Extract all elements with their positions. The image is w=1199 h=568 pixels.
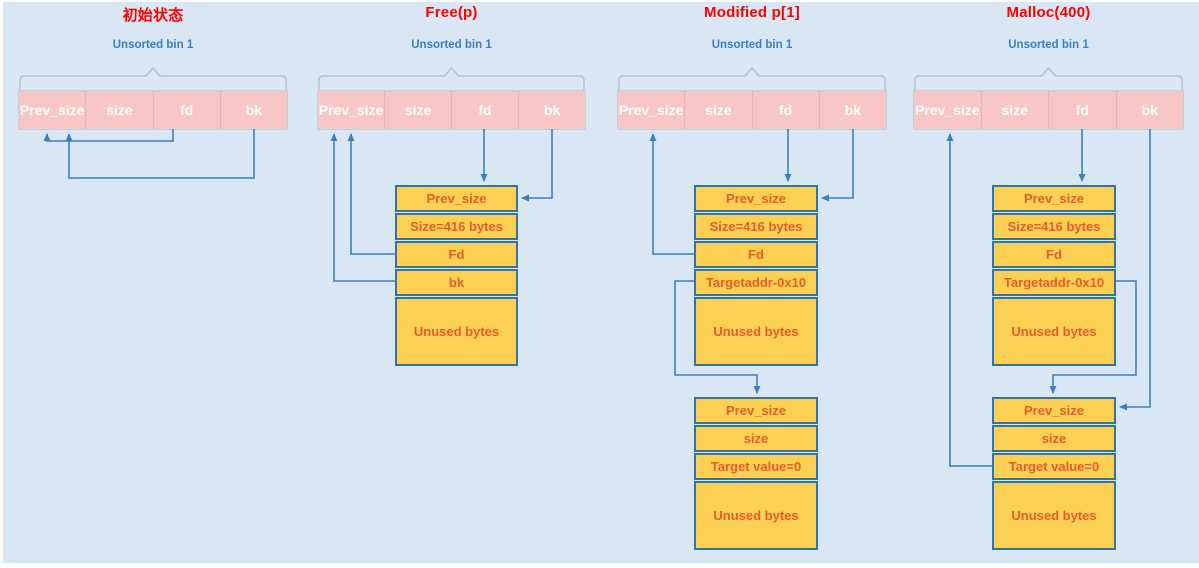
panel-modified-lower-chunk-box: Prev_size size Target value=0 Unused byt…: [694, 397, 818, 550]
panel-modified-bin-label: Unsorted bin 1: [711, 39, 793, 51]
panel-free-chunk-header: Prev_size size fd bk: [318, 91, 585, 129]
heap-cell-unused: Unused bytes: [694, 297, 818, 366]
panel-free-title: Free(p): [425, 4, 478, 21]
chunk-field-prev-size: Prev_size: [19, 102, 85, 118]
top-brace-icon: [618, 66, 886, 90]
heap-cell-size: size: [992, 425, 1116, 452]
panel-malloc-title: Malloc(400): [1006, 4, 1091, 21]
panel-initial-title: 初始状态: [122, 7, 184, 24]
chunk-field-size: size: [384, 91, 451, 129]
heap-cell-unused: Unused bytes: [395, 297, 518, 366]
panel-free-chunk-box: Prev_size Size=416 bytes Fd bk Unused by…: [395, 185, 518, 366]
heap-cell-unused: Unused bytes: [992, 297, 1116, 366]
heap-cell-fd: Fd: [395, 241, 518, 268]
heap-cell-targetaddr: Targetaddr-0x10: [992, 269, 1116, 296]
top-brace-icon: [19, 66, 287, 90]
heap-cell-unused: Unused bytes: [992, 481, 1116, 550]
chunk-field-size: size: [684, 91, 751, 129]
panel-malloc-chunk-header: Prev_size size fd bk: [914, 91, 1183, 129]
panel-modified-upper-chunk-box: Prev_size Size=416 bytes Fd Targetaddr-0…: [694, 185, 818, 366]
panel-initial-chunk-header: Prev_size size fd bk: [19, 91, 287, 129]
heap-cell-bk: bk: [395, 269, 518, 296]
heap-cell-prev-size: Prev_size: [992, 397, 1116, 424]
panel-malloc-lower-chunk-box: Prev_size size Target value=0 Unused byt…: [992, 397, 1116, 550]
heap-cell-fd: Fd: [992, 241, 1116, 268]
panel-modified-title: Modified p[1]: [704, 4, 800, 21]
panel-free-bin-label: Unsorted bin 1: [411, 39, 492, 51]
chunk-field-fd: fd: [751, 91, 819, 129]
chunk-field-size: size: [85, 91, 152, 129]
heap-cell-prev-size: Prev_size: [992, 185, 1116, 212]
heap-cell-size: Size=416 bytes: [395, 213, 518, 240]
heap-cell-size: size: [694, 425, 818, 452]
chunk-field-size: size: [980, 91, 1049, 129]
heap-cell-prev-size: Prev_size: [694, 397, 818, 424]
heap-cell-size: Size=416 bytes: [694, 213, 818, 240]
chunk-field-bk: bk: [219, 91, 287, 129]
top-brace-icon: [914, 66, 1183, 90]
chunk-field-fd: fd: [1048, 91, 1116, 129]
chunk-field-prev-size: Prev_size: [914, 102, 980, 118]
heap-cell-target-value: Target value=0: [694, 453, 818, 480]
chunk-field-bk: bk: [818, 91, 886, 129]
top-brace-icon: [318, 66, 585, 90]
chunk-field-bk: bk: [1115, 91, 1184, 129]
heap-cell-prev-size: Prev_size: [694, 185, 818, 212]
panel-malloc-upper-chunk-box: Prev_size Size=416 bytes Fd Targetaddr-0…: [992, 185, 1116, 366]
heap-cell-prev-size: Prev_size: [395, 185, 518, 212]
heap-cell-targetaddr: Targetaddr-0x10: [694, 269, 818, 296]
panel-initial-bin-label: Unsorted bin 1: [112, 39, 194, 51]
heap-cell-fd: Fd: [694, 241, 818, 268]
heap-cell-unused: Unused bytes: [694, 481, 818, 550]
chunk-field-fd: fd: [451, 91, 518, 129]
chunk-field-fd: fd: [152, 91, 220, 129]
panel-malloc-bin-label: Unsorted bin 1: [1008, 39, 1089, 51]
chunk-field-prev-size: Prev_size: [618, 102, 684, 118]
panel-modified-chunk-header: Prev_size size fd bk: [618, 91, 886, 129]
chunk-field-bk: bk: [518, 91, 585, 129]
chunk-field-prev-size: Prev_size: [318, 102, 384, 118]
heap-cell-target-value: Target value=0: [992, 453, 1116, 480]
heap-cell-size: Size=416 bytes: [992, 213, 1116, 240]
